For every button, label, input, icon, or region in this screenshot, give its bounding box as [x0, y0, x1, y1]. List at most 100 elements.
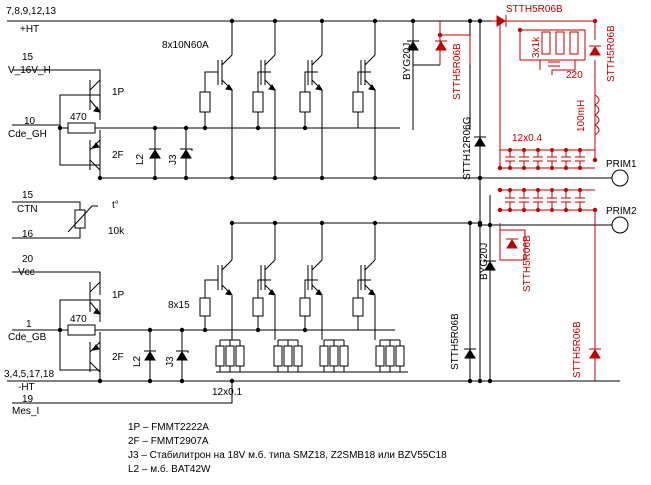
q1p-bottom-label: 1P: [112, 290, 125, 301]
ntc-arrow: [67, 205, 98, 233]
diode-stth5r06b-bottom-left: [464, 348, 476, 359]
mes-label: Mes_I: [12, 406, 39, 417]
junction-dot: [319, 18, 325, 24]
red-junction-dot: [497, 187, 503, 193]
junction-dot: [57, 327, 63, 333]
v16-label: V_16V_H: [8, 65, 51, 76]
ntc-temp-symbol: t°: [112, 200, 119, 211]
junction-dot: [97, 175, 103, 181]
prim2-label: PRIM2: [606, 206, 637, 217]
transistor-array-label: 8x10N60A: [162, 40, 209, 51]
cde-gb-pin: 1: [26, 319, 32, 330]
junction-dot: [57, 125, 63, 131]
c12x04-label: 12x0.4: [512, 133, 542, 144]
junction-dot: [272, 18, 278, 24]
output-terminals: [480, 169, 629, 234]
shunt-resistor: [319, 340, 329, 372]
diode-stth5r06b-top-left: [435, 40, 447, 51]
capacitor: [519, 188, 529, 212]
junction-dot: [179, 327, 185, 333]
stth5r06b-mid-label: STTH5R06B: [522, 235, 533, 292]
r470-bottom-label: 470: [70, 314, 87, 325]
junction-dot: [183, 175, 189, 181]
junction-dot: [319, 220, 325, 226]
junction-dot: [467, 378, 473, 384]
junction-dot: [372, 18, 378, 24]
resistor-1k: [541, 31, 551, 55]
red-junction-dot: [497, 207, 503, 213]
stth5r06b-bottom-left-label: STTH5R06B: [450, 313, 461, 370]
ntc-value: 10k: [108, 226, 125, 237]
capacitor-array-12x0-4: [505, 148, 585, 212]
j3-bottom-label: J3: [165, 356, 176, 367]
npn-transistor-bottom: [89, 281, 101, 315]
legend-line-1: 1P – FMMT2222A: [128, 422, 209, 433]
junction-dot: [477, 18, 483, 24]
junction-dot: [477, 378, 483, 384]
junction-dot: [152, 125, 158, 131]
igbt-transistor: [217, 259, 233, 296]
ctn-pin2: 16: [22, 229, 34, 240]
cde-gb-label: Cde_GB: [8, 332, 47, 343]
shunt-resistor: [273, 340, 283, 372]
junction-dot: [372, 175, 378, 181]
r470-top-label: 470: [70, 112, 87, 123]
junction-dot: [179, 378, 185, 384]
shunt-resistor: [293, 340, 303, 372]
junction-dot: [229, 175, 235, 181]
junction-dot: [147, 327, 153, 333]
junction-dot: [302, 327, 308, 333]
gate-resistor: [199, 91, 211, 113]
igbt-transistor: [360, 54, 376, 91]
black-diodes: [144, 40, 496, 361]
mes-pin: 19: [22, 394, 34, 405]
npn-transistor-top: [89, 79, 101, 113]
l2-top-label: L2: [135, 153, 146, 165]
capacitor: [547, 188, 557, 212]
cde-gh-label: Cde_GH: [8, 129, 47, 140]
hv-minus-pins: 3,4,5,17,18: [4, 369, 54, 380]
junction-dot: [467, 220, 473, 226]
main-wiring: [7, 20, 620, 404]
diode-stth5r06b-bottom-right: [589, 348, 601, 359]
junction-dot: [467, 18, 473, 24]
stth5r06b-top-label: STTH5R06B: [506, 4, 563, 15]
j3-top-label: J3: [168, 154, 179, 165]
pnp-transistor-bottom: [89, 341, 101, 373]
junction-dot: [229, 378, 235, 384]
hv-minus-label: -HT: [18, 382, 35, 393]
junction-dot: [202, 125, 208, 131]
shunt-label: 12x0.1: [212, 387, 242, 398]
junction-dot: [272, 220, 278, 226]
capacitor: [547, 148, 557, 170]
ctn-label: CTN: [17, 204, 38, 215]
l2-bottom-label: L2: [132, 355, 143, 367]
gate-resistors: [67, 91, 364, 336]
capacitor: [533, 148, 543, 170]
v16-pin: 15: [22, 52, 34, 63]
shunt-resistor: [339, 340, 349, 372]
diode-stth5r06b-mid: [506, 238, 518, 249]
capacitor: [505, 148, 515, 170]
q2f-bottom-label: 2F: [112, 352, 124, 363]
legend-line-4: L2 – м.б. BAT42W: [128, 463, 211, 475]
junction-dot: [255, 327, 261, 333]
red-resistor-array: [541, 31, 579, 67]
red-junction-dot: [592, 207, 598, 213]
driver-transistors: [89, 79, 101, 373]
shunt-resistor: [215, 340, 225, 372]
igbt-transistor: [260, 54, 276, 91]
stth5r06b-bottom-right-label: STTH5R06B: [572, 321, 583, 378]
igbt-transistor: [307, 259, 323, 296]
gate-resistor: [252, 91, 264, 113]
junction-dot: [147, 378, 153, 384]
legend-line-3: J3 – Стабилитрон на 18V м.б. типа SMZ18,…: [128, 449, 447, 461]
zener-j3-top: [180, 148, 193, 159]
junction-dots: [57, 18, 493, 384]
inductor-100mh: [594, 94, 600, 160]
cde-gh-pin: 10: [24, 116, 36, 127]
diode-l2-bottom: [144, 350, 156, 361]
junction-dot: [372, 220, 378, 226]
